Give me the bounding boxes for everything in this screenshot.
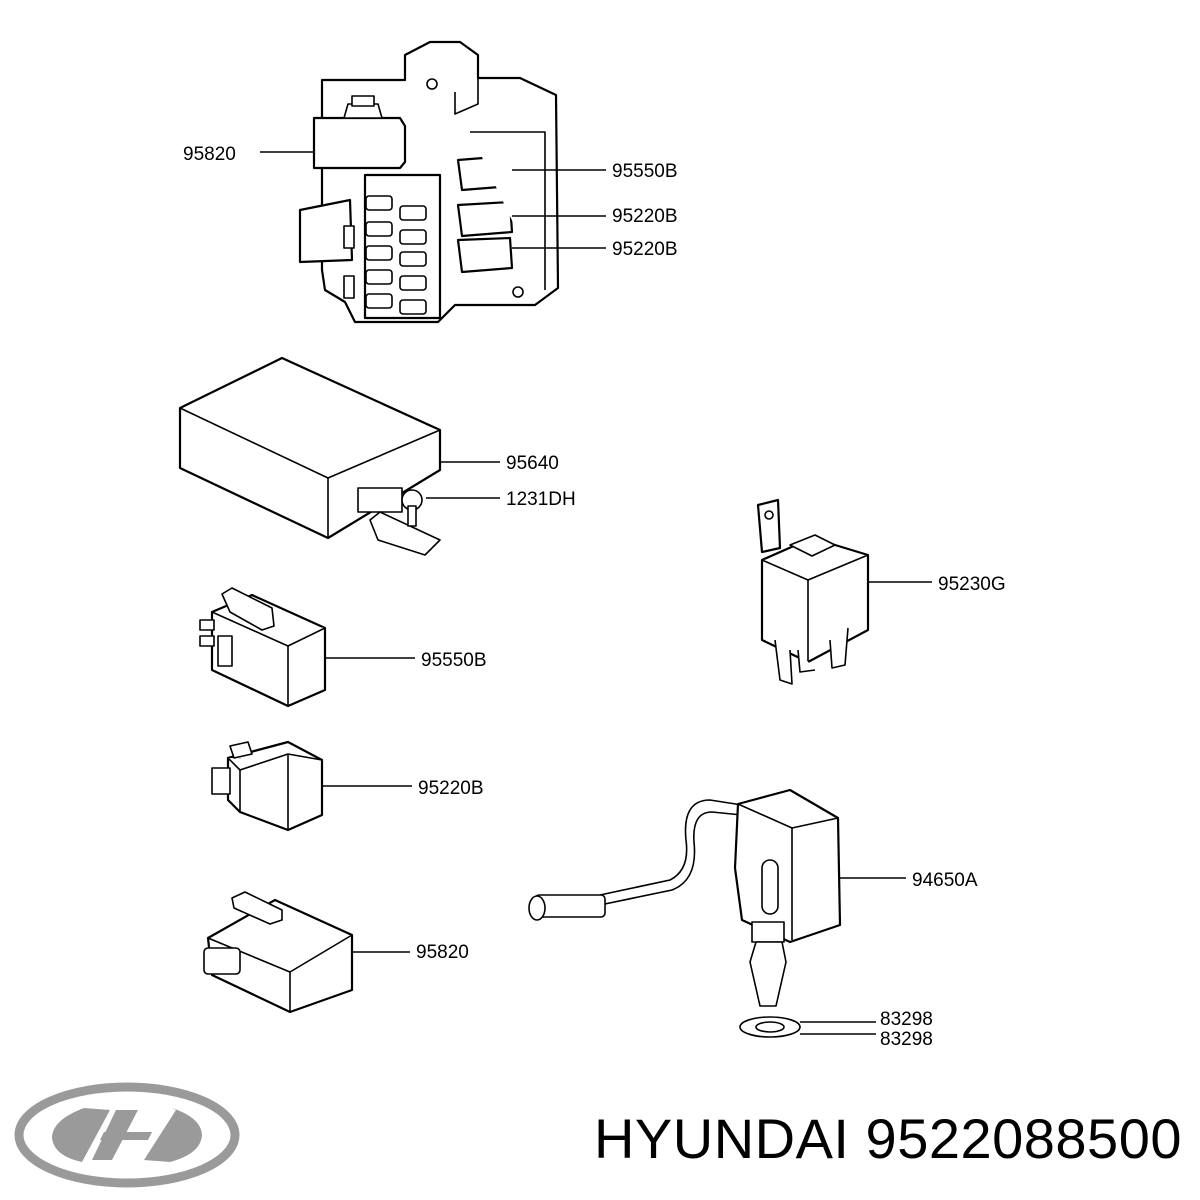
label-1231dh: 1231DH: [506, 489, 576, 510]
control-unit: [178, 356, 442, 556]
label-95220b-box-top: 95220B: [612, 206, 678, 227]
relay-95230g: [756, 498, 870, 685]
label-95220b: 95220B: [418, 778, 484, 799]
fuse-relay-box: [298, 40, 560, 324]
hyundai-logo-icon: [14, 1082, 240, 1188]
label-83298-bottom: 83298: [880, 1029, 933, 1050]
label-95820: 95820: [416, 942, 469, 963]
bolt: [401, 489, 423, 527]
sensor-94650a: [528, 788, 842, 1038]
footer-title: HYUNDAI 9522088500: [594, 1106, 1182, 1171]
label-95220b-box-bottom: 95220B: [612, 239, 678, 260]
label-95230g: 95230G: [938, 574, 1006, 595]
label-95550b-box: 95550B: [612, 161, 678, 182]
relay-95820: [203, 891, 354, 1014]
brand-name: HYUNDAI: [593, 1107, 850, 1170]
flasher-95550b: [199, 587, 327, 708]
part-number: 9522088500: [865, 1107, 1182, 1170]
label-95640: 95640: [506, 453, 559, 474]
label-95550b: 95550B: [421, 650, 487, 671]
label-95820-box: 95820: [183, 144, 236, 165]
relay-95220b: [211, 740, 324, 832]
label-83298-top: 83298: [880, 1009, 933, 1030]
label-94650a: 94650A: [912, 870, 978, 891]
